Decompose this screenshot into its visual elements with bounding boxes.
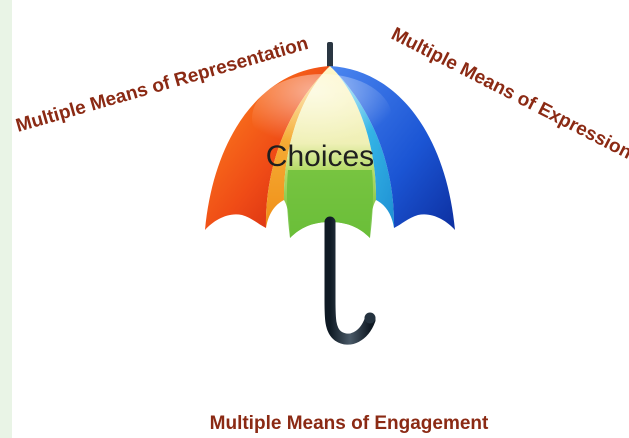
umbrella-tip: [327, 42, 333, 68]
left-edge-strip: [0, 0, 12, 438]
canopy-panel-cyan: [330, 66, 395, 228]
umbrella-canopy: [205, 66, 455, 238]
label-engagement: Multiple Means of Engagement: [210, 413, 489, 434]
umbrella-handle: [324, 216, 376, 345]
canopy-panel-orange: [265, 66, 330, 228]
canopy-panel-green: [286, 170, 374, 238]
canopy-panel-red: [205, 66, 330, 230]
canopy-panel-blue: [330, 66, 455, 230]
center-label: Choices: [266, 140, 374, 173]
